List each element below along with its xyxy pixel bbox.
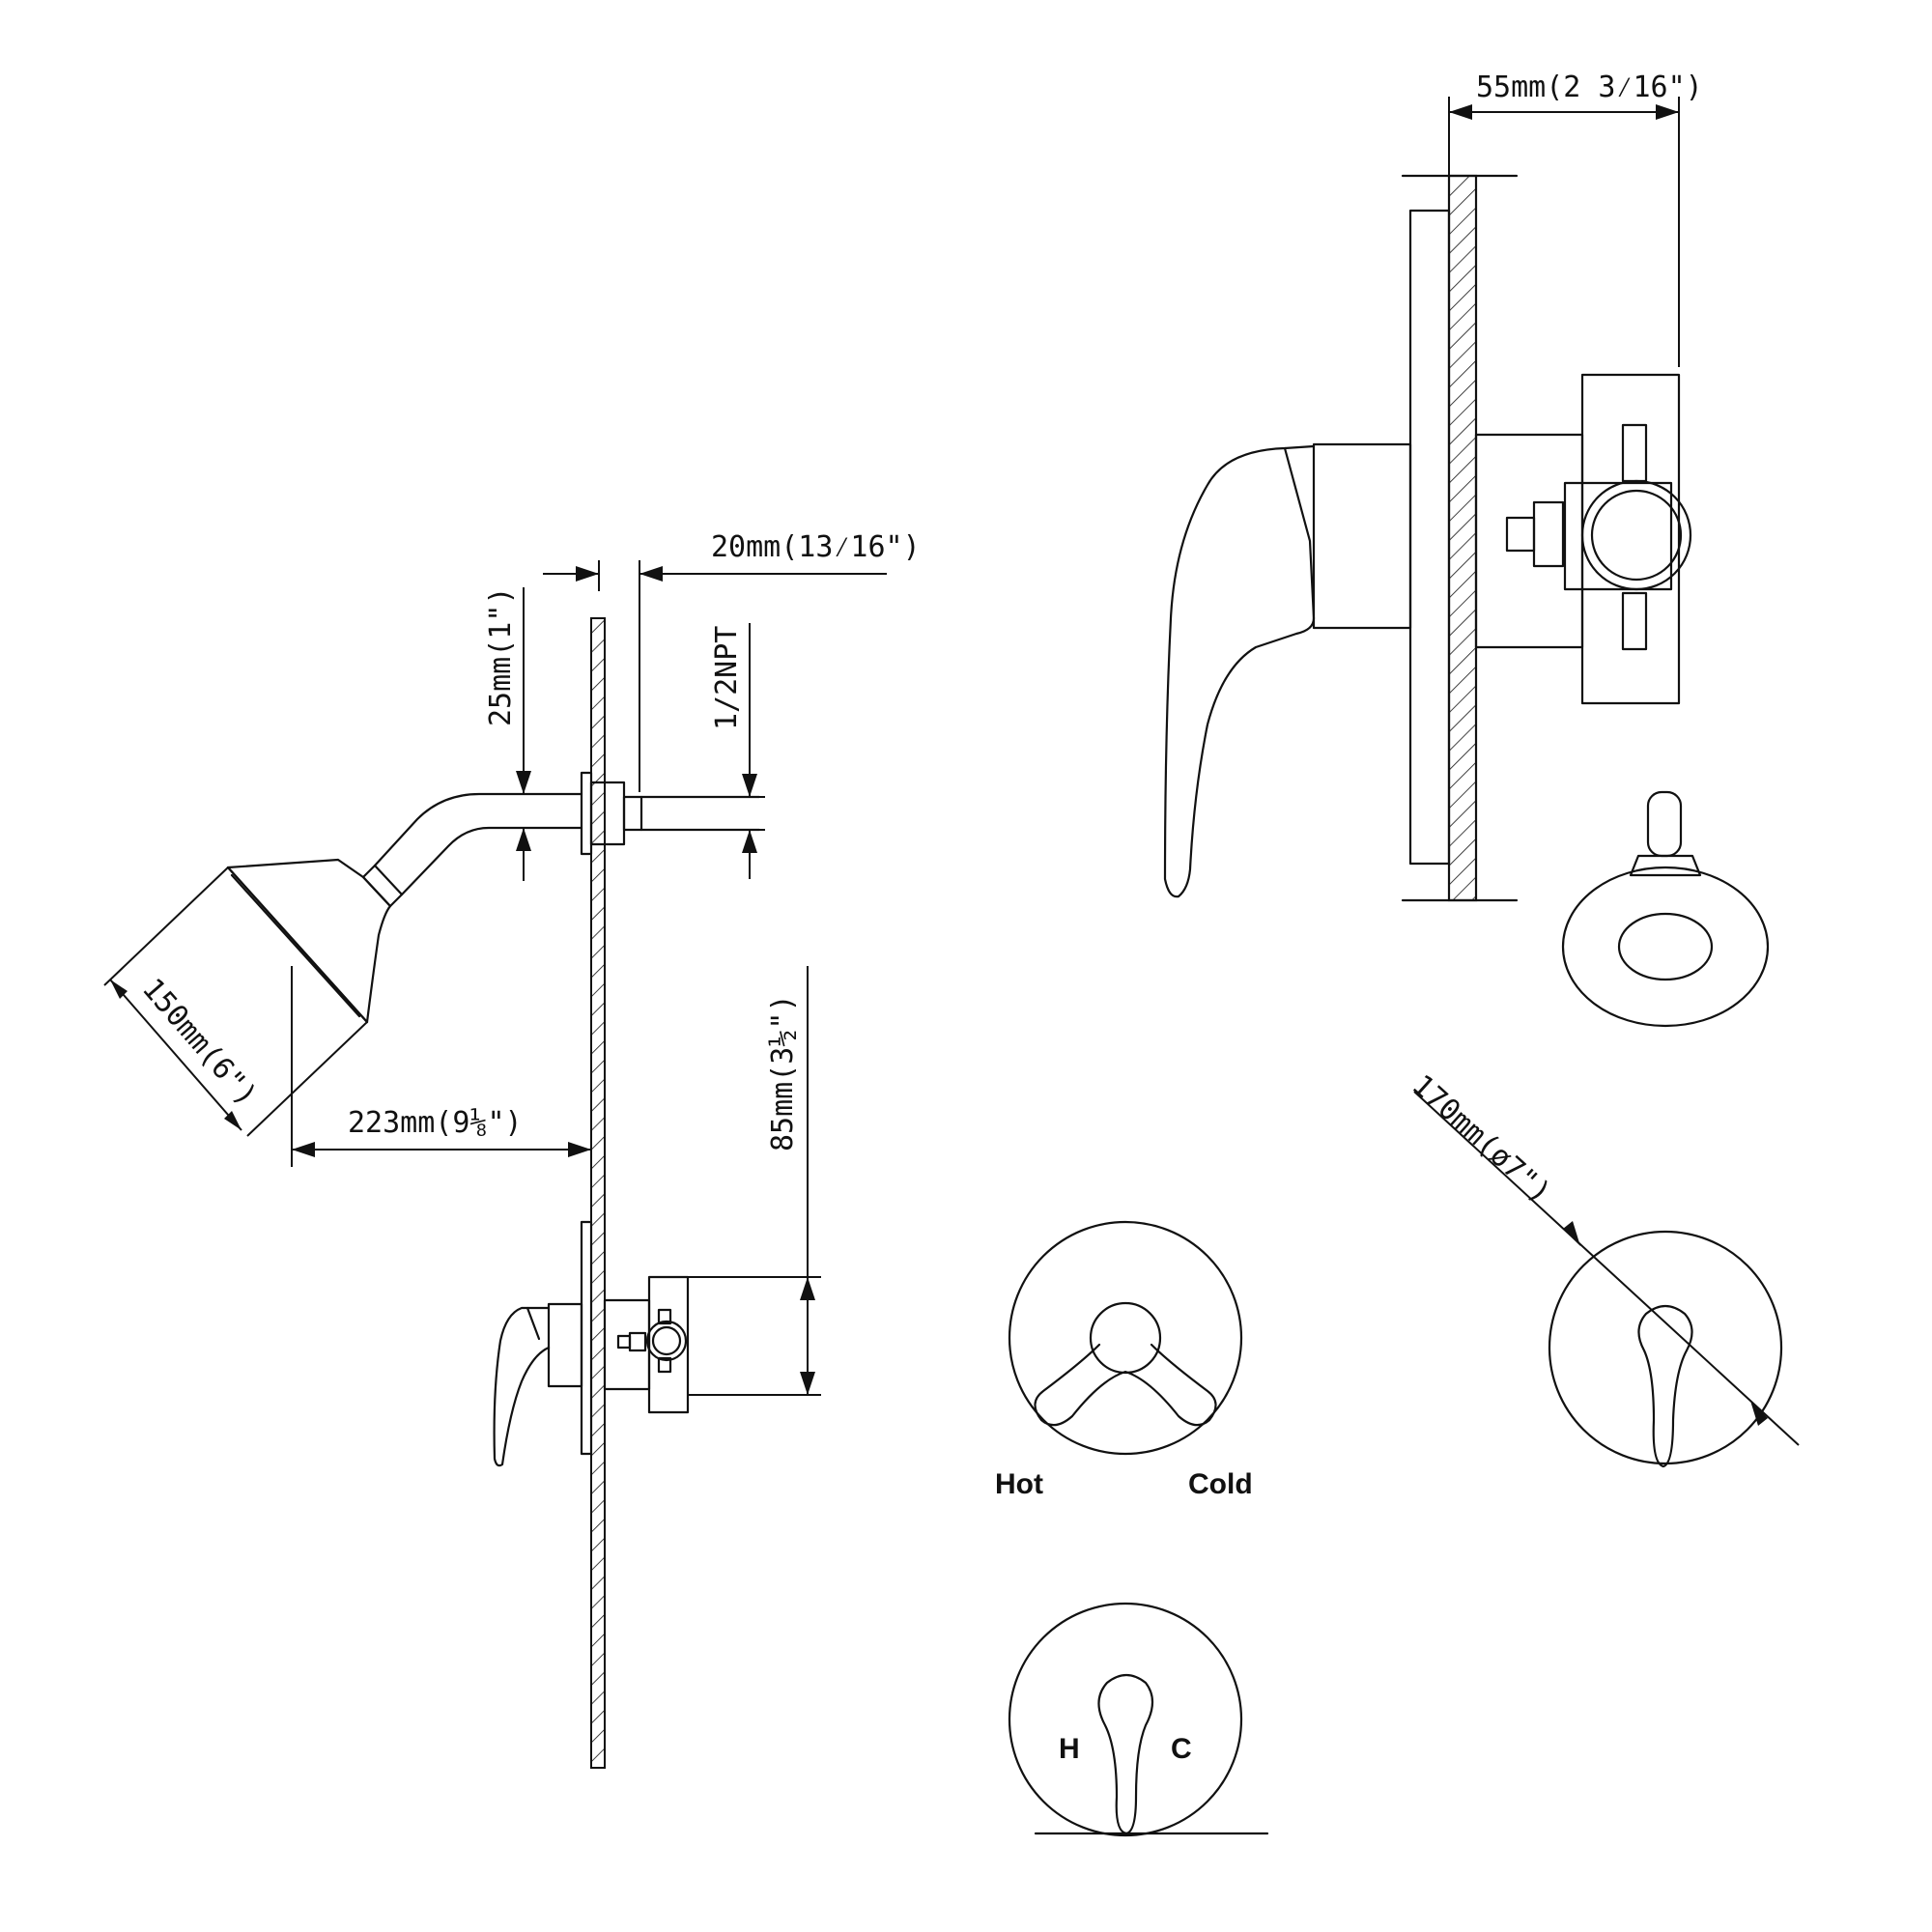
valve-trim-plate [1408, 209, 1451, 866]
single-lever-trim-view: 170mm(ø7") [1406, 1068, 1800, 1468]
dim-head-diameter-text: 150mm(6") [135, 972, 264, 1113]
valve-side-small [493, 1220, 690, 1467]
dim-valve-depth-text: 55mm(2 3⁄16") [1476, 71, 1703, 104]
dim-reach-text: 223mm(9⅛") [348, 1106, 523, 1140]
hot-cold-trim-view: Hot Cold [995, 1220, 1253, 1500]
dim-trim-diameter-text: 170mm(ø7") [1406, 1068, 1558, 1210]
supply-pipe [639, 795, 761, 832]
dim-pipe-thread-text: 1/2NPT [710, 626, 744, 730]
dim-valve-height: 85mm(3½") [688, 966, 821, 1396]
shower-head-front-view [1561, 790, 1770, 1028]
dim-valve-height-text: 85mm(3½") [766, 994, 800, 1151]
dim-pipe-thread: 1/2NPT [710, 623, 765, 879]
wall-section [590, 617, 606, 1769]
dim-valve-depth: 55mm(2 3⁄16") [1448, 71, 1703, 367]
lever-handle-side [1163, 442, 1412, 898]
dim-arm-drop: 25mm(1") [484, 587, 543, 881]
dim-head-diameter: 150mm(6") [103, 867, 368, 1137]
side-elevation-view: 150mm(6") 223mm(9⅛") 25mm(1") [103, 530, 921, 1769]
h-label: H [1059, 1733, 1080, 1765]
dim-trim-diameter: 170mm(ø7") [1406, 1068, 1800, 1446]
hot-label: Hot [995, 1468, 1043, 1500]
dim-reach: 223mm(9⅛") [291, 966, 591, 1167]
dim-wall-offset-text: 20mm(13⁄16") [711, 530, 921, 564]
hc-trim-view: H C [1008, 1602, 1269, 1837]
cold-label: Cold [1188, 1468, 1253, 1500]
valve-section-view: 55mm(2 3⁄16") [1163, 71, 1703, 902]
shower-head-side [226, 858, 392, 1024]
valve-wall-section [1447, 174, 1478, 902]
valve-body-side [1474, 373, 1692, 705]
shower-arm [361, 792, 583, 908]
dim-arm-drop-text: 25mm(1") [484, 587, 518, 727]
c-label: C [1171, 1733, 1192, 1765]
arm-flange [580, 771, 593, 856]
arm-nipple [622, 795, 643, 832]
dim-wall-offset: 20mm(13⁄16") [543, 530, 921, 792]
